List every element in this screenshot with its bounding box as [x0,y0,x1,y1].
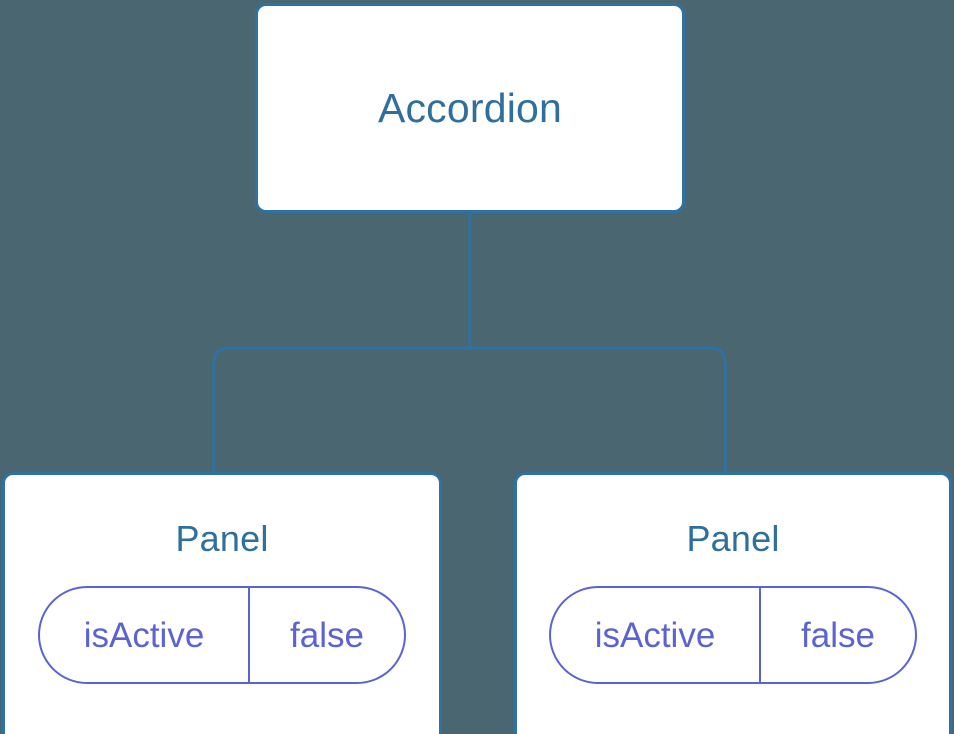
edge-branch-left [212,346,470,474]
node-accordion[interactable]: Accordion [255,3,685,213]
node-panel-2[interactable]: Panel isActive false [514,472,952,734]
node-panel-1-state-key: isActive [40,588,250,682]
node-panel-1-title: Panel [175,518,269,559]
node-panel-2-state-badge[interactable]: isActive false [549,586,917,684]
node-panel-1-state-value: false [290,615,364,655]
node-accordion-title: Accordion [377,84,563,131]
edge-branch-right [470,346,727,474]
node-panel-2-title: Panel [686,518,780,559]
node-panel-1[interactable]: Panel isActive false [2,472,442,734]
node-panel-2-state-value: false [801,615,875,655]
node-panel-1-state-badge[interactable]: isActive false [38,586,406,684]
node-panel-2-state-key: isActive [551,588,761,682]
